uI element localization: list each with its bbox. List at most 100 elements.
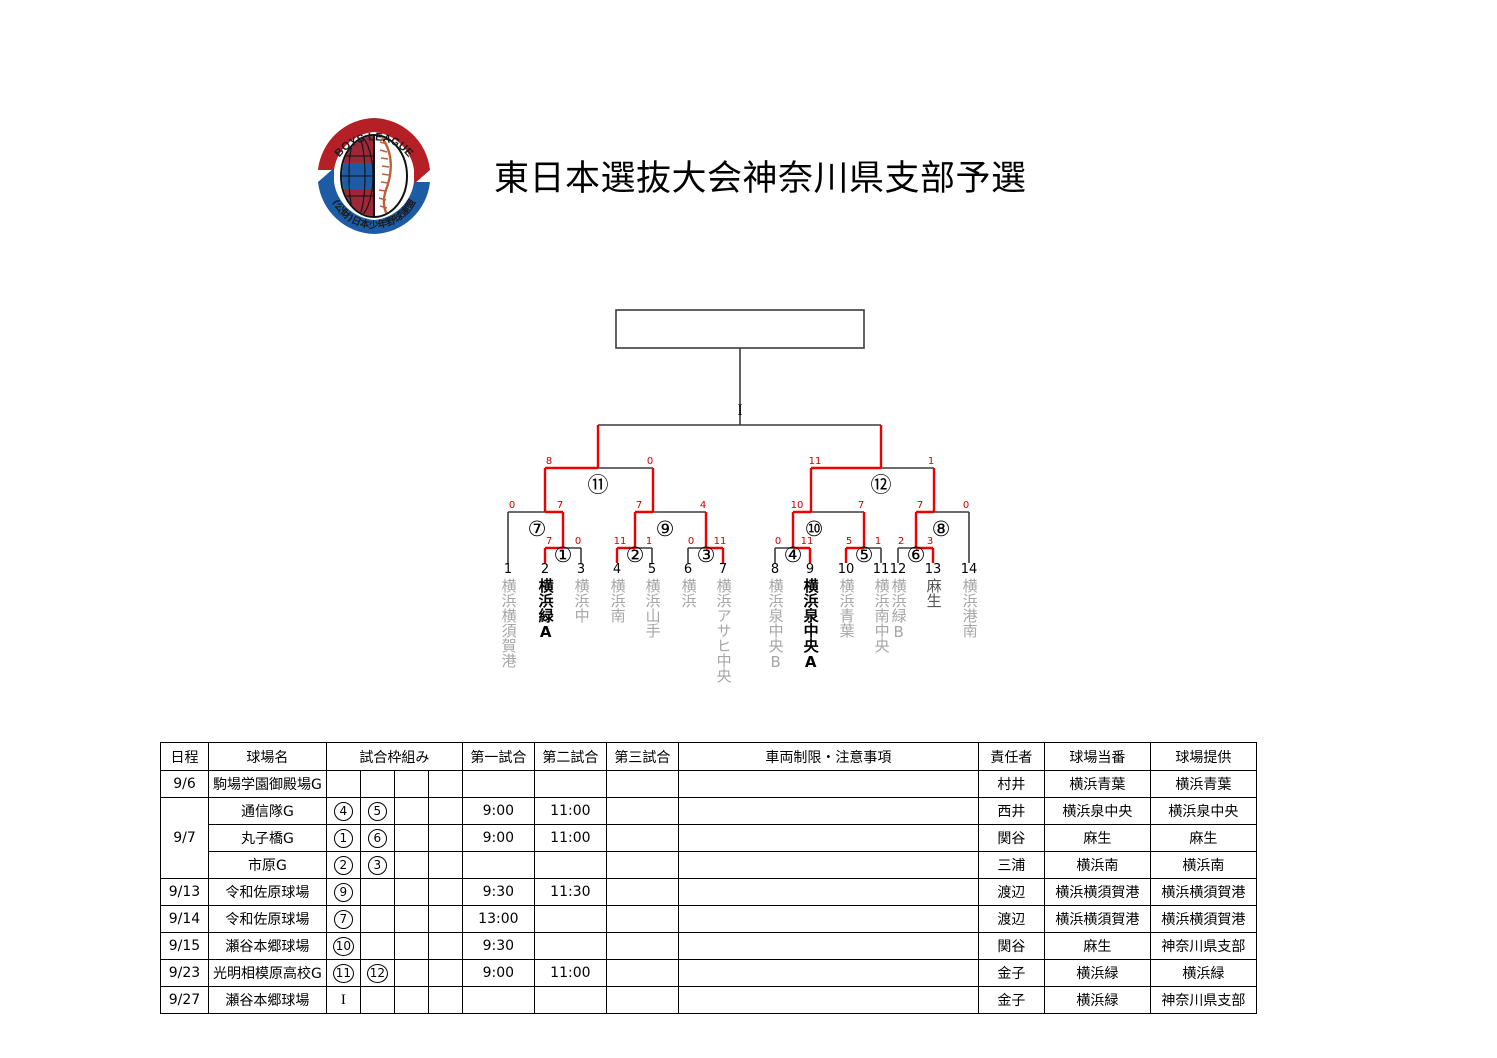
match-label-11[interactable]: ⑪ bbox=[588, 473, 609, 497]
cell-match-slot[interactable]: 4 bbox=[325, 797, 361, 825]
cell-match-slot[interactable]: 5 bbox=[359, 797, 395, 825]
cell-game3 bbox=[605, 851, 679, 879]
cell-match-slot[interactable] bbox=[393, 986, 429, 1014]
cell-match-slot[interactable] bbox=[359, 932, 395, 960]
cell-match-slot[interactable]: 6 bbox=[359, 824, 395, 852]
schedule-table: 日程 球場名 試合枠組み 第一試合 第二試合 第三試合 車両制限・注意事項 責任… bbox=[160, 742, 1257, 1014]
match-label-3[interactable]: ③ bbox=[697, 543, 716, 567]
cell-venue: 瀬谷本郷球場 bbox=[208, 932, 327, 960]
cell-date: 9/6 bbox=[160, 770, 209, 798]
team-name[interactable]: 横浜山手 bbox=[643, 578, 662, 638]
cell-match-slot[interactable] bbox=[393, 824, 429, 852]
team-name[interactable]: 横浜南中央 bbox=[872, 578, 891, 653]
match-label-8[interactable]: ⑧ bbox=[932, 517, 951, 541]
cell-match-slot[interactable] bbox=[427, 878, 463, 906]
cell-match-slot[interactable]: 1 bbox=[325, 824, 361, 852]
cell-game1: 9:00 bbox=[461, 959, 535, 987]
cell-game3 bbox=[605, 797, 679, 825]
cell-notes bbox=[677, 959, 979, 987]
team-name[interactable]: 横浜泉中央B bbox=[766, 578, 785, 671]
team-name[interactable]: 横浜緑B bbox=[889, 578, 908, 641]
champion-box[interactable] bbox=[615, 309, 865, 349]
cell-match-slot[interactable] bbox=[393, 797, 429, 825]
team-name[interactable]: 横浜アサヒ中央 bbox=[714, 578, 733, 683]
cell-match-slot[interactable]: 7 bbox=[325, 905, 361, 933]
cell-provide: 横浜横須賀港 bbox=[1149, 878, 1257, 906]
cell-game3 bbox=[605, 959, 679, 987]
match-slot-marker: 3 bbox=[367, 855, 387, 875]
cell-match-slot[interactable] bbox=[393, 932, 429, 960]
match-label-1[interactable]: ① bbox=[554, 543, 573, 567]
cell-provide: 横浜南 bbox=[1149, 851, 1257, 879]
team-name[interactable]: 横浜泉中央A bbox=[801, 578, 820, 671]
cell-match-slot[interactable]: 9 bbox=[325, 878, 361, 906]
cell-notes bbox=[677, 878, 979, 906]
cell-match-slot[interactable] bbox=[325, 770, 361, 798]
cell-match-slot[interactable] bbox=[427, 851, 463, 879]
cell-match-slot[interactable] bbox=[393, 770, 429, 798]
cell-match-slot[interactable] bbox=[427, 824, 463, 852]
cell-match-slot[interactable] bbox=[359, 905, 395, 933]
cell-match-slot[interactable]: 3 bbox=[359, 851, 395, 879]
cell-match-slot[interactable] bbox=[427, 932, 463, 960]
cell-notes bbox=[677, 797, 979, 825]
cell-date: 9/23 bbox=[160, 959, 209, 987]
team-name[interactable]: 横浜緑A bbox=[536, 578, 555, 641]
cell-notes bbox=[677, 905, 979, 933]
cell-match-slot[interactable] bbox=[427, 797, 463, 825]
final-label: I bbox=[737, 402, 742, 419]
score-3-right: 11 bbox=[714, 536, 727, 547]
cell-match-slot[interactable]: 2 bbox=[325, 851, 361, 879]
col-header-provide: 球場提供 bbox=[1149, 742, 1257, 771]
match-label-10[interactable]: ⑩ bbox=[805, 517, 824, 541]
cell-person: 三浦 bbox=[977, 851, 1045, 879]
cell-match-slot[interactable] bbox=[393, 959, 429, 987]
seed-number: 10 bbox=[837, 562, 855, 577]
match-label-6[interactable]: ⑥ bbox=[907, 543, 926, 567]
match-label-2[interactable]: ② bbox=[626, 543, 645, 567]
cell-match-slot[interactable] bbox=[393, 851, 429, 879]
cell-duty: 横浜泉中央 bbox=[1043, 797, 1151, 825]
cell-provide: 神奈川県支部 bbox=[1149, 932, 1257, 960]
cell-match-slot[interactable] bbox=[427, 770, 463, 798]
cell-match-slot[interactable] bbox=[359, 986, 395, 1014]
cell-match-slot[interactable] bbox=[393, 878, 429, 906]
cell-person: 金子 bbox=[977, 959, 1045, 987]
team-name[interactable]: 横浜青葉 bbox=[837, 578, 856, 638]
match-label-5[interactable]: ⑤ bbox=[855, 543, 874, 567]
cell-match-slot[interactable]: 11 bbox=[325, 959, 361, 987]
seed-number: 2 bbox=[540, 562, 550, 577]
page-title: 東日本選抜大会神奈川県支部予選 bbox=[494, 159, 1027, 199]
seed-number: 5 bbox=[647, 562, 657, 577]
cell-match-slot[interactable] bbox=[393, 905, 429, 933]
cell-match-slot[interactable] bbox=[427, 986, 463, 1014]
cell-match-slot[interactable] bbox=[359, 878, 395, 906]
cell-match-slot[interactable] bbox=[359, 770, 395, 798]
score-5-right: 1 bbox=[875, 536, 881, 547]
score-3-left: 0 bbox=[688, 536, 694, 547]
match-label-4[interactable]: ④ bbox=[784, 543, 803, 567]
cell-match-slot[interactable]: 12 bbox=[359, 959, 395, 987]
team-name[interactable]: 横浜港南 bbox=[960, 578, 979, 638]
match-label-7[interactable]: ⑦ bbox=[528, 517, 547, 541]
team-name[interactable]: 横浜 bbox=[679, 578, 698, 608]
cell-match-slot[interactable]: 10 bbox=[325, 932, 361, 960]
cell-match-slot[interactable] bbox=[427, 959, 463, 987]
team-name[interactable]: 横浜横須賀港 bbox=[499, 578, 518, 668]
cell-match-slot[interactable]: I bbox=[325, 986, 361, 1014]
match-slot-marker: 7 bbox=[333, 909, 353, 929]
score-9-right: 4 bbox=[700, 500, 706, 511]
cell-game3 bbox=[605, 932, 679, 960]
seed-number: 12 bbox=[889, 562, 907, 577]
cell-game2 bbox=[533, 770, 607, 798]
team-name[interactable]: 横浜南 bbox=[608, 578, 627, 623]
team-name[interactable]: 麻生 bbox=[924, 578, 943, 608]
cell-match-slot[interactable] bbox=[427, 905, 463, 933]
score-11-right: 0 bbox=[647, 456, 653, 467]
match-slot-marker: 1 bbox=[333, 828, 353, 848]
match-label-12[interactable]: ⑫ bbox=[871, 473, 892, 497]
match-label-9[interactable]: ⑨ bbox=[656, 517, 675, 541]
team-name[interactable]: 横浜中 bbox=[572, 578, 591, 623]
